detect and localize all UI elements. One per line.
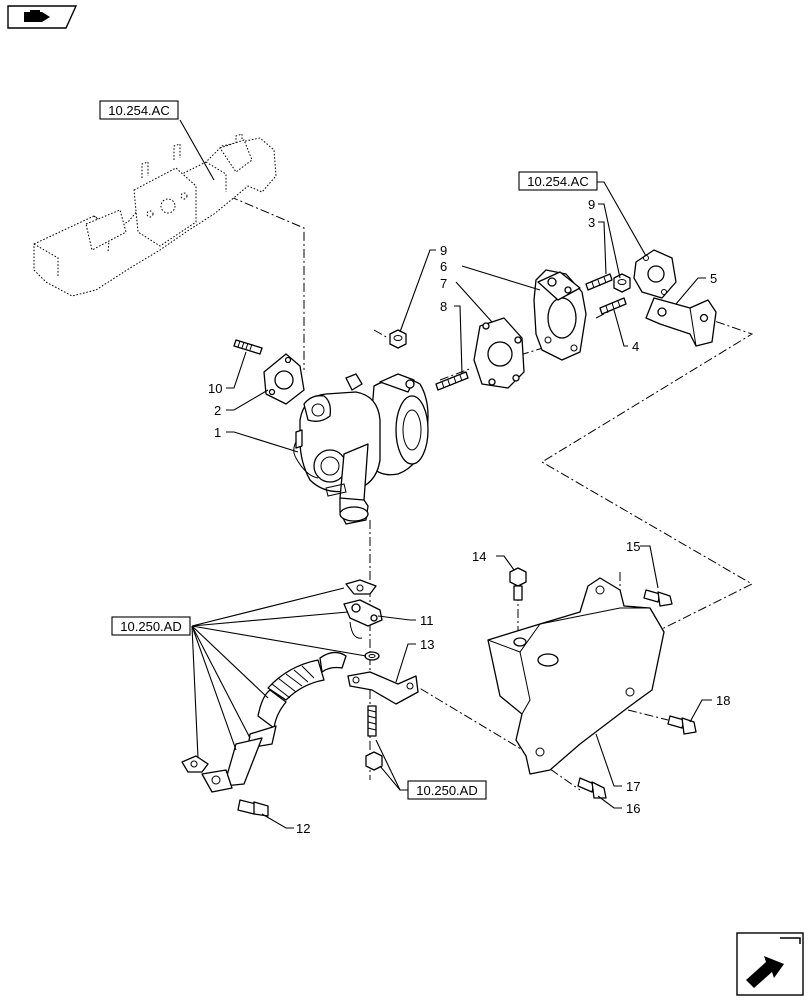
svg-text:10.250.AD: 10.250.AD: [416, 783, 477, 798]
callout-8: 8: [440, 299, 447, 314]
callout-9-left: 9: [440, 243, 447, 258]
callout-7: 7: [440, 276, 447, 291]
callout-11: 11: [420, 613, 434, 628]
ref-box-bottom-studs[interactable]: 10.250.AD: [407, 780, 487, 800]
part-14-bolt: [509, 567, 527, 601]
part-11-flange: [343, 599, 383, 639]
part-15-bolt: [643, 589, 673, 607]
callout-18: 18: [716, 693, 730, 708]
callout-5: 5: [710, 271, 717, 286]
bottom-stud: [367, 705, 377, 737]
part-8-stud: [435, 371, 469, 391]
exhaust-manifold: [33, 133, 277, 297]
callout-1: 1: [214, 425, 221, 440]
ref-box-manifold-top[interactable]: 10.254.AC: [99, 100, 179, 120]
part-3-bolt: [585, 273, 613, 291]
svg-text:10.254.AC: 10.254.AC: [527, 174, 588, 189]
part-1-turbocharger: [293, 373, 429, 525]
oil-line-gaskets: [181, 579, 380, 773]
ref-box-oil-lines[interactable]: 10.250.AD: [111, 616, 191, 636]
next-page-arrow-icon[interactable]: [736, 932, 804, 996]
callout-2: 2: [214, 403, 221, 418]
callout-16: 16: [626, 801, 640, 816]
part-9-nut-left: [389, 329, 407, 349]
part-10-stud: [233, 339, 263, 355]
part-5-bracket: [645, 297, 717, 347]
leader-lines: [179, 119, 712, 829]
callout-12: 12: [296, 821, 310, 836]
callout-10: 10: [208, 381, 222, 396]
ref-box-manifold-right[interactable]: 10.254.AC: [518, 171, 598, 191]
part-12-bolt: [237, 799, 269, 817]
callout-labels: 1 2 3 4 5 6 7 8 9 9 10 11 12 13 14 15 16…: [208, 197, 730, 836]
callout-14: 14: [472, 549, 486, 564]
callout-13: 13: [420, 637, 434, 652]
part-9-nut-right: [613, 273, 631, 293]
callout-3: 3: [588, 215, 595, 230]
svg-text:10.250.AD: 10.250.AD: [120, 619, 181, 634]
callout-15: 15: [626, 539, 640, 554]
part-13-bracket: [347, 671, 419, 705]
svg-text:10.254.AC: 10.254.AC: [108, 103, 169, 118]
part-18-bolt: [667, 715, 697, 735]
part-6-elbow-flange: [533, 269, 587, 361]
callout-6: 6: [440, 259, 447, 274]
manifold-gasket-right: [633, 249, 677, 299]
callout-9-right: 9: [588, 197, 595, 212]
part-16-bolt: [577, 777, 607, 799]
callout-4: 4: [632, 339, 639, 354]
part-7-gasket: [473, 317, 525, 389]
callout-17: 17: [626, 779, 640, 794]
oil-return-hose: [201, 651, 347, 793]
part-4-bolt: [599, 297, 627, 315]
book-arrow-icon[interactable]: [6, 4, 78, 30]
bottom-nut: [365, 751, 383, 771]
part-17-heat-shield: [487, 577, 665, 775]
part-2-gasket: [263, 353, 305, 405]
